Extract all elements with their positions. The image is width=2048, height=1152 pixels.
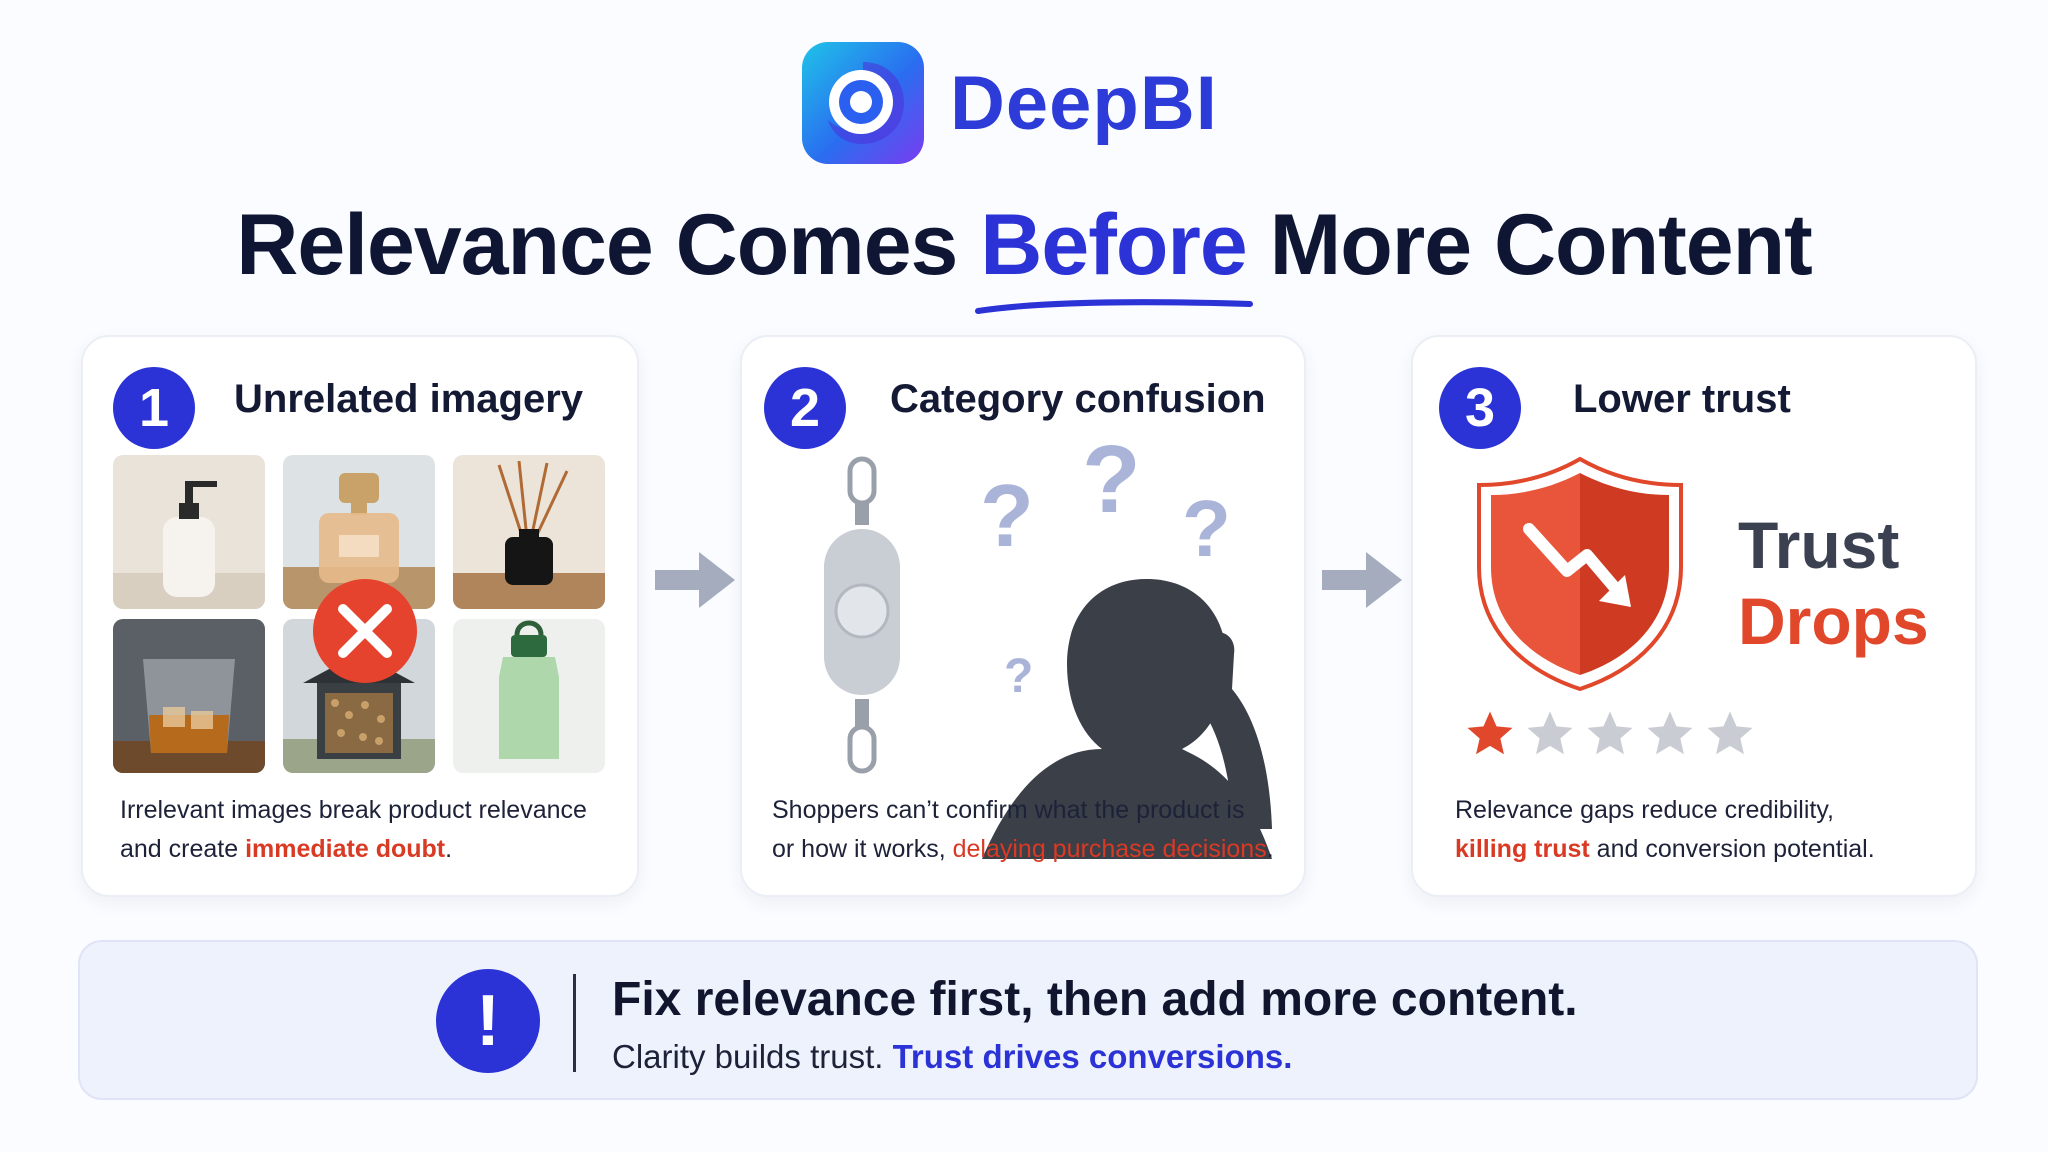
headline-accent-text: Before [980,197,1247,293]
confused-person-icon [982,579,1272,859]
headline-after: More Content [1246,197,1813,293]
step-card-unrelated-imagery: 1 Unrelated imagery [81,335,639,897]
banner-subtitle: Clarity builds trust. Trust drives conve… [612,1038,1292,1076]
arrow-right-icon [1322,552,1402,608]
desc-line: Irrelevant images break product relevanc… [120,796,587,824]
desc-highlight: delaying purchase decisions [952,835,1267,863]
desc-suffix: and conversion potential. [1589,835,1875,863]
star-empty-icon [1707,711,1753,755]
headline-accent: Before [975,196,1254,314]
brand-name: DeepBI [950,60,1218,146]
step-title: Lower trust [1573,377,1791,421]
reed-diffuser-icon [453,455,605,609]
banner-sub-text: Clarity builds trust. [612,1038,893,1075]
desc-line: Relevance gaps reduce credibility, [1455,796,1834,824]
soap-dispenser-icon [113,455,265,609]
question-mark-icon: ? [1182,484,1231,573]
deepbi-logo-icon [802,42,924,164]
star-filled-icon [1467,711,1513,755]
rating-stars [1463,707,1757,761]
banner-divider [573,974,576,1072]
desc-highlight: killing trust [1455,835,1590,863]
step-card-category-confusion: 2 Category confusion ? ? ? ? Shoppers ca… [740,335,1306,897]
drops-word: Drops [1738,584,1929,658]
whiskey-glass-icon [113,619,265,773]
banner-sub-highlight: Trust drives conversions. [892,1038,1293,1075]
callout-banner: ! Fix relevance first, then add more con… [78,940,1978,1100]
question-mark-icon: ? [1004,650,1034,703]
desc-line: or how it works, [772,835,953,863]
page-title: Relevance Comes Before More Content [0,196,2048,314]
trust-drops-label: Trust Drops [1738,507,1929,659]
x-circle-icon [313,579,417,683]
desc-line: and create [120,835,246,863]
star-empty-icon [1587,711,1633,755]
step-number-badge: 1 [113,367,195,449]
step-description: Relevance gaps reduce credibility, killi… [1455,791,1875,869]
trust-word: Trust [1738,508,1900,582]
shield-trend-down-icon [1477,456,1683,692]
accent-underline-icon [975,299,1254,314]
banner-title: Fix relevance first, then add more conte… [612,973,1578,1026]
headline-before: Relevance Comes [236,197,981,293]
star-empty-icon [1527,711,1573,755]
star-empty-icon [1647,711,1693,755]
question-mark-icon: ? [980,466,1034,565]
exclamation-icon: ! [436,969,540,1073]
water-bottle-icon [453,619,605,773]
step-card-lower-trust: 3 Lower trust Trust Drops Relevance gaps… [1411,335,1977,897]
arrow-right-icon [655,552,735,608]
step-number-badge: 2 [764,367,846,449]
question-mark-icon: ? [1082,426,1141,533]
desc-suffix: . [1266,835,1274,863]
step-description: Irrelevant images break product relevanc… [120,791,587,869]
desc-line: Shoppers can’t confirm what the product … [772,796,1245,824]
step-title: Category confusion [890,377,1266,421]
desc-suffix: . [445,835,453,863]
step-number-badge: 3 [1439,367,1521,449]
desc-highlight: immediate doubt [245,835,446,863]
brand: DeepBI [800,38,1218,168]
step-title: Unrelated imagery [234,377,584,421]
step-description: Shoppers can’t confirm what the product … [772,791,1274,869]
retractable-reel-icon [824,456,900,774]
